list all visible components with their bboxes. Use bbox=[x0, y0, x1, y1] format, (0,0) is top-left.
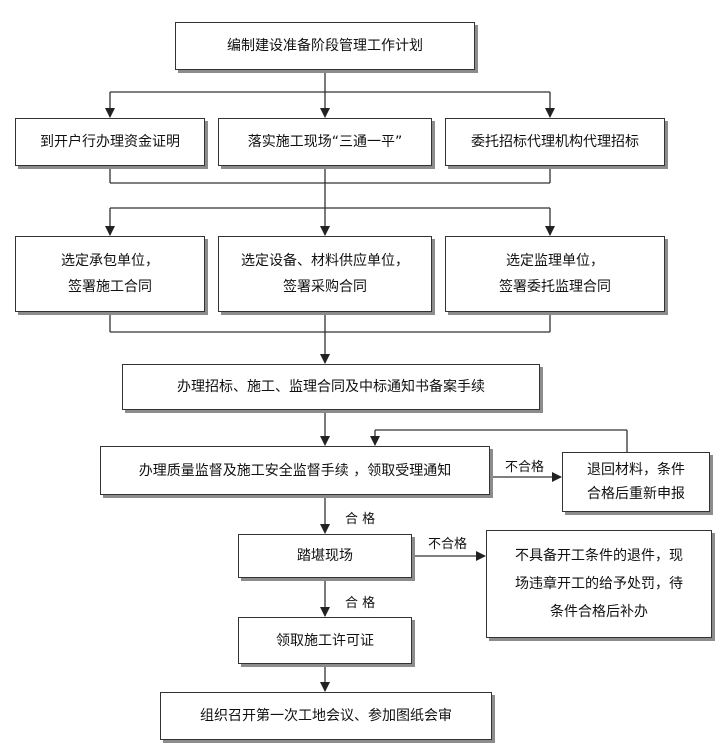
step-plan-text: 编制建设准备阶段管理工作计划 bbox=[227, 38, 423, 54]
step-supplier-line1: 选定设备、材料供应单位， bbox=[241, 253, 409, 269]
label-fail-inspect: 不合格 bbox=[428, 533, 468, 552]
step-return: 退回材料，条件 合格后重新申报 bbox=[562, 452, 710, 512]
step-supervisor: 选定监理单位， 签署委托监理合同 bbox=[445, 236, 665, 312]
step-reject-line1: 不具备开工条件的退件，现 bbox=[515, 548, 683, 564]
step-site-text: 落实施工现场“三通一平” bbox=[247, 134, 403, 150]
step-permit-text: 领取施工许可证 bbox=[276, 632, 374, 649]
step-supervisor-line1: 选定监理单位， bbox=[506, 253, 604, 269]
step-contractor-line1: 选定承包单位， bbox=[61, 253, 159, 269]
step-meeting-text: 组织召开第一次工地会议、参加图纸会审 bbox=[200, 708, 452, 724]
label-pass-quality: 合 格 bbox=[345, 512, 376, 527]
step-reject-line2: 场违章开工的给予处罚，待 bbox=[515, 576, 683, 592]
step-reject: 不具备开工条件的退件，现 场违章开工的给予处罚，待 条件合格后补办 bbox=[486, 530, 712, 638]
step-supplier-line2: 签署采购合同 bbox=[283, 279, 367, 295]
label-pass-inspect: 合 格 bbox=[345, 596, 376, 611]
step-quality-text: 办理质量监督及施工安全监督手续 ，领取受理通知 bbox=[138, 462, 452, 479]
step-inspect: 踏堪现场 bbox=[238, 534, 412, 578]
step-quality: 办理质量监督及施工安全监督手续 ，领取受理通知 bbox=[100, 446, 490, 495]
step-supervisor-line2: 签署委托监理合同 bbox=[499, 279, 611, 295]
step-contractor-line2: 签署施工合同 bbox=[68, 279, 152, 295]
step-funds: 到开户行办理资金证明 bbox=[15, 118, 205, 166]
step-reject-line3: 条件合格后补办 bbox=[550, 604, 648, 620]
step-return-line2: 合格后重新申报 bbox=[587, 486, 685, 502]
step-return-line1: 退回材料，条件 bbox=[587, 462, 685, 478]
step-filing-text: 办理招标、施工、监理合同及中标通知书备案手续 bbox=[177, 379, 485, 395]
step-supplier: 选定设备、材料供应单位， 签署采购合同 bbox=[218, 236, 432, 312]
step-permit: 领取施工许可证 bbox=[238, 617, 412, 664]
step-agent: 委托招标代理机构代理招标 bbox=[445, 118, 665, 166]
step-site: 落实施工现场“三通一平” bbox=[218, 118, 432, 166]
step-filing: 办理招标、施工、监理合同及中标通知书备案手续 bbox=[122, 364, 540, 410]
step-agent-text: 委托招标代理机构代理招标 bbox=[471, 134, 639, 150]
step-plan: 编制建设准备阶段管理工作计划 bbox=[175, 22, 475, 70]
step-funds-text: 到开户行办理资金证明 bbox=[40, 134, 180, 150]
label-fail-quality: 不合格 bbox=[505, 456, 545, 475]
step-meeting: 组织召开第一次工地会议、参加图纸会审 bbox=[160, 692, 492, 740]
step-contractor: 选定承包单位， 签署施工合同 bbox=[15, 236, 205, 312]
step-inspect-text: 踏堪现场 bbox=[297, 548, 353, 564]
